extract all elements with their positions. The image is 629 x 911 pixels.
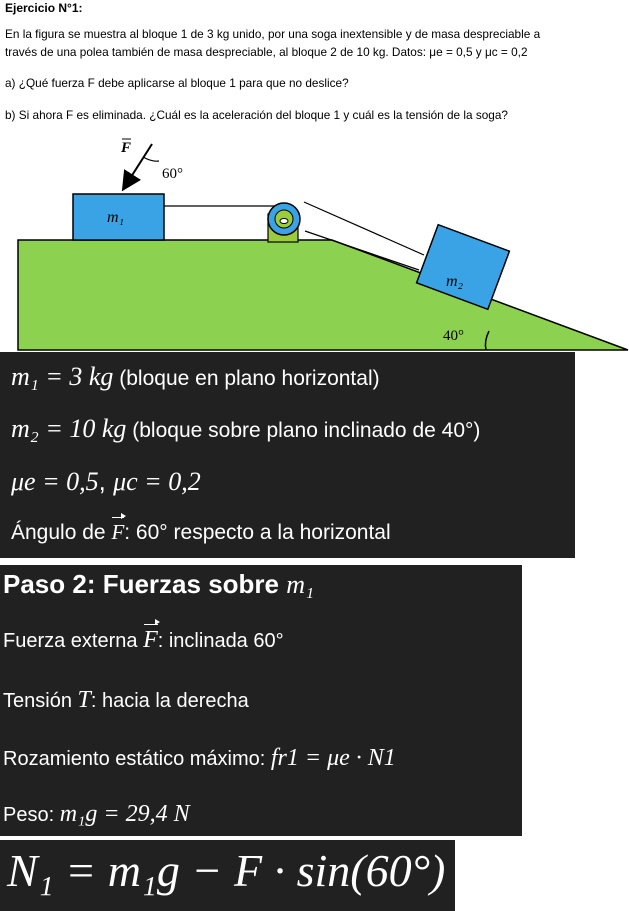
block-2-label: m₂ xyxy=(446,273,464,290)
incline-angle-arc xyxy=(484,330,490,351)
mu-c-value: μc = 0,2 xyxy=(113,467,201,496)
ground-shape xyxy=(17,239,629,351)
mu-e-value: μe = 0,5 xyxy=(11,467,99,496)
friction-prefix: Rozamiento estático máximo: xyxy=(3,748,266,770)
m1-equation: m₁ = 3 kg xyxy=(11,362,114,391)
step2-heading-math: m₁ xyxy=(286,570,315,599)
tension-symbol: T xyxy=(77,687,91,713)
step2-tension: Tensión T: hacia la derecha xyxy=(3,687,249,714)
step2-heading-text: Paso 2: Fuerzas sobre xyxy=(3,569,279,599)
tension-text: : hacia la derecha xyxy=(90,690,249,712)
force-text: : inclinada 60° xyxy=(157,630,284,652)
force-prefix: Fuerza externa xyxy=(3,630,138,652)
step2-panel: Paso 2: Fuerzas sobre m₁ Fuerza externa … xyxy=(0,565,522,836)
pulley-axle xyxy=(279,218,289,224)
givens-mu: μe = 0,5, μc = 0,2 xyxy=(11,466,201,496)
step2-heading: Paso 2: Fuerzas sobre m₁ xyxy=(3,569,314,600)
block-2 xyxy=(415,223,511,311)
tension-prefix: Tensión xyxy=(3,690,72,712)
givens-m1: m₁ = 3 kg (bloque en plano horizontal) xyxy=(11,362,380,392)
weight-equation: m₁g = 29,4 N xyxy=(59,801,190,827)
rope-upper xyxy=(303,201,425,256)
friction-equation: fr1 = μe · N1 xyxy=(270,745,396,771)
angle-prefix: Ángulo de xyxy=(11,521,106,544)
normal-force-equation: N₁ = m₁g − F · sin(60°) xyxy=(7,845,446,896)
force-vector-symbol-2: F xyxy=(143,619,160,653)
exercise-title: Ejercicio N°1: xyxy=(5,1,83,15)
force-label: F xyxy=(120,140,131,156)
step2-weight: Peso: m₁g = 29,4 N xyxy=(3,801,190,828)
question-b: b) Si ahora F es eliminada. ¿Cuál es la … xyxy=(5,108,508,122)
weight-prefix: Peso: xyxy=(3,804,55,826)
incline-angle-label: 40° xyxy=(443,328,464,344)
question-a: a) ¿Qué fuerza F debe aplicarse al bloqu… xyxy=(5,76,349,90)
force-angle-label: 60° xyxy=(162,166,183,182)
givens-angle: Ángulo de F: 60° respecto a la horizonta… xyxy=(11,513,391,545)
givens-panel: m₁ = 3 kg (bloque en plano horizontal) m… xyxy=(0,352,575,558)
force-angle-arc xyxy=(142,156,160,162)
problem-line-2: través de una polea también de masa desp… xyxy=(5,45,528,59)
step2-friction: Rozamiento estático máximo: fr1 = μe · N… xyxy=(3,745,396,772)
angle-text: : 60° respecto a la horizontal xyxy=(124,521,391,544)
equation-panel: N₁ = m₁g − F · sin(60°) xyxy=(0,840,455,911)
givens-m2: m₂ = 10 kg (bloque sobre plano inclinado… xyxy=(11,414,480,444)
force-arrow xyxy=(121,143,153,192)
m2-note: (bloque sobre plano inclinado de 40°) xyxy=(132,419,481,442)
rope-lower xyxy=(304,230,420,271)
block-1 xyxy=(72,193,165,241)
step2-force: Fuerza externa F: inclinada 60° xyxy=(3,619,284,654)
m1-note: (bloque en plano horizontal) xyxy=(119,367,380,390)
m2-equation: m₂ = 10 kg xyxy=(11,414,127,443)
force-vector-symbol: F xyxy=(111,513,127,544)
block-1-label: m₁ xyxy=(107,209,124,226)
problem-line-1: En la figura se muestra al bloque 1 de 3… xyxy=(5,27,541,41)
physics-diagram: m₁ m₂ F 60° 40° xyxy=(17,138,629,351)
